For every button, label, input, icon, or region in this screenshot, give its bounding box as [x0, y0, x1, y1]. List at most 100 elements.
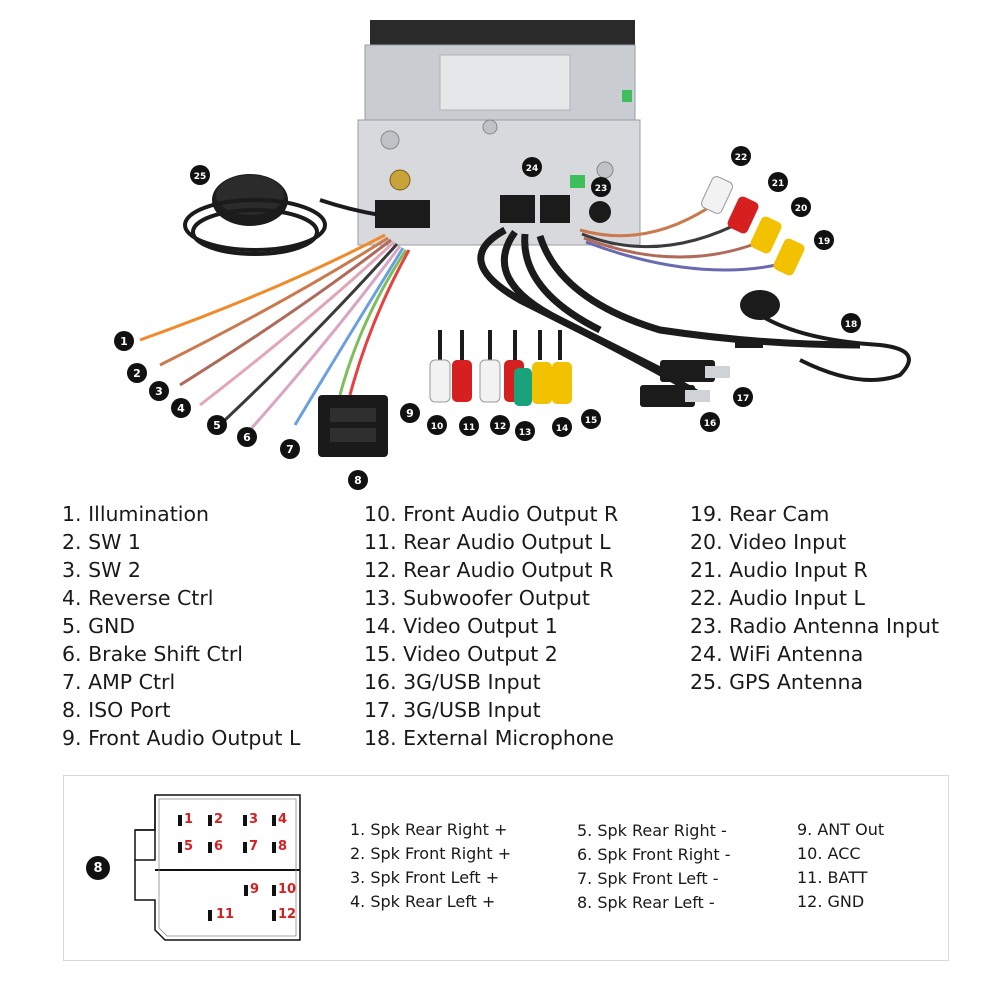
svg-text:21: 21 [772, 179, 785, 189]
callout-13: 13 [515, 421, 535, 441]
pin-number: 2 [214, 812, 224, 827]
legend-item: 10. Front Audio Output R [364, 502, 619, 526]
pin-description: 4. Spk Rear Left + [350, 892, 496, 911]
pin-description: 5. Spk Rear Right - [577, 821, 727, 840]
harness-wires [139, 233, 411, 431]
iso-port-badge: 8 [86, 856, 110, 880]
svg-text:10: 10 [431, 422, 444, 432]
svg-text:18: 18 [845, 320, 858, 330]
svg-text:14: 14 [556, 424, 569, 434]
pin-description: 8. Spk Rear Left - [577, 893, 715, 912]
legend-item: 14. Video Output 1 [364, 614, 558, 638]
callout-2: 2 [127, 363, 147, 383]
svg-text:1: 1 [120, 335, 128, 348]
legend-item: 4. Reverse Ctrl [62, 586, 214, 610]
callout-21: 21 [768, 172, 788, 192]
svg-text:2: 2 [133, 367, 141, 380]
legend-item: 24. WiFi Antenna [690, 642, 864, 666]
svg-text:16: 16 [704, 419, 717, 429]
legend-item: 6. Brake Shift Ctrl [62, 642, 243, 666]
head-unit [357, 20, 641, 246]
pin-number: 9 [250, 882, 260, 897]
callout-19: 19 [814, 230, 834, 250]
pin-number: 3 [249, 812, 259, 827]
legend-item: 13. Subwoofer Output [364, 586, 590, 610]
callout-9: 9 [400, 403, 420, 423]
pin-number: 8 [278, 839, 288, 854]
callout-12: 12 [490, 415, 510, 435]
svg-text:11: 11 [463, 423, 476, 433]
legend-item: 2. SW 1 [62, 530, 141, 554]
legend-item: 16. 3G/USB Input [364, 670, 541, 694]
callout-4: 4 [171, 398, 191, 418]
pin-number: 10 [278, 882, 297, 897]
legend-item: 3. SW 2 [62, 558, 141, 582]
svg-text:12: 12 [494, 422, 507, 432]
callout-5: 5 [207, 415, 227, 435]
pin-description: 6. Spk Front Right - [577, 845, 731, 864]
callout-3: 3 [149, 381, 169, 401]
microphone [735, 290, 911, 382]
callout-8: 8 [348, 470, 368, 490]
legend-item: 7. AMP Ctrl [62, 670, 176, 694]
svg-text:19: 19 [818, 237, 831, 247]
pin-description: 1. Spk Rear Right + [350, 820, 508, 839]
svg-text:3: 3 [155, 385, 163, 398]
legend-item: 22. Audio Input L [690, 586, 865, 610]
legend-column-3: 19. Rear Cam 20. Video Input 21. Audio I… [690, 500, 939, 696]
gps-antenna [183, 174, 381, 256]
svg-text:23: 23 [595, 184, 608, 194]
svg-text:6: 6 [243, 431, 251, 444]
pin-number: 5 [184, 839, 194, 854]
legend-item: 8. ISO Port [62, 698, 171, 722]
callout-14: 14 [552, 417, 572, 437]
usb-plugs [640, 360, 730, 407]
legend-item: 20. Video Input [690, 530, 847, 554]
callout-23: 23 [591, 177, 611, 197]
pin-description: 9. ANT Out [797, 820, 885, 839]
svg-text:24: 24 [526, 164, 539, 174]
legend-item: 18. External Microphone [364, 726, 615, 750]
callout-1: 1 [114, 331, 134, 351]
legend-column-1: 1. Illumination 2. SW 1 3. SW 2 4. Rever… [62, 500, 300, 752]
pin-number: 6 [214, 839, 224, 854]
pin-number: 7 [249, 839, 259, 854]
svg-text:22: 22 [735, 153, 748, 163]
pin-description: 2. Spk Front Right + [350, 844, 512, 863]
callout-6: 6 [237, 427, 257, 447]
legend-item: 1. Illumination [62, 502, 209, 526]
pin-number: 11 [216, 907, 235, 922]
pin-description: 11. BATT [797, 868, 868, 887]
svg-text:4: 4 [177, 402, 185, 415]
legend-item: 15. Video Output 2 [364, 642, 558, 666]
pin-description: 10. ACC [797, 844, 861, 863]
legend-item: 11. Rear Audio Output L [364, 530, 611, 554]
callout-16: 16 [700, 412, 720, 432]
callout-17: 17 [733, 387, 753, 407]
callout-20: 20 [791, 197, 811, 217]
callout-10: 10 [427, 415, 447, 435]
legend-item: 19. Rear Cam [690, 502, 830, 526]
legend-column-2: 10. Front Audio Output R 11. Rear Audio … [364, 500, 618, 752]
svg-text:20: 20 [795, 204, 808, 214]
rca-inputs [579, 176, 805, 276]
legend-item: 25. GPS Antenna [690, 670, 864, 694]
callout-15: 15 [581, 409, 601, 429]
pin-description: 3. Spk Front Left + [350, 868, 500, 887]
svg-text:25: 25 [194, 172, 207, 182]
callout-18: 18 [841, 313, 861, 333]
callout-7: 7 [280, 439, 300, 459]
legend-item: 5. GND [62, 614, 136, 638]
iso-pinout-box [63, 775, 949, 961]
legend-item: 12. Rear Audio Output R [364, 558, 614, 582]
pin-list-3: 9. ANT Out 10. ACC 11. BATT 12. GND [797, 818, 884, 914]
pin-number: 4 [278, 812, 288, 827]
callout-25: 25 [190, 165, 210, 185]
pin-description: 7. Spk Front Left - [577, 869, 719, 888]
pin-list-2: 5. Spk Rear Right - 6. Spk Front Right -… [577, 819, 731, 915]
pin-number: 12 [278, 907, 297, 922]
wiring-photo: 1 2 3 4 5 6 7 8 9 10 11 12 13 14 15 16 1… [114, 20, 911, 490]
svg-text:5: 5 [213, 419, 221, 432]
rca-outputs [429, 330, 572, 406]
callout-11: 11 [459, 416, 479, 436]
